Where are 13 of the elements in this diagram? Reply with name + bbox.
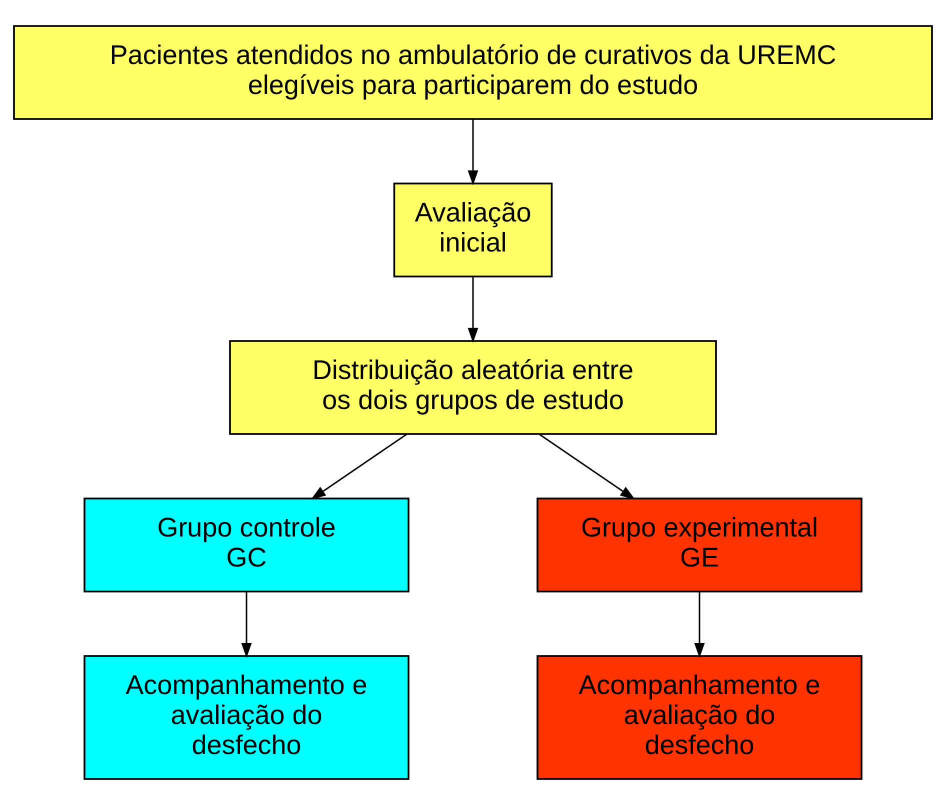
node-box: Grupo controle GC xyxy=(84,498,410,592)
arrow xyxy=(538,433,636,500)
arrow xyxy=(241,592,252,658)
arrow xyxy=(310,433,408,500)
node-box: Acompanhamento e avaliação do desfecho xyxy=(536,655,862,780)
node-box: Acompanhamento e avaliação do desfecho xyxy=(84,655,410,780)
node-box: Pacientes atendidos no ambulatório de curativos da UREMC elegíveis para participarem do estudo xyxy=(13,25,933,120)
node-box: Avaliação inicial xyxy=(393,182,553,278)
arrow xyxy=(468,119,478,186)
node-box: Grupo experimental GE xyxy=(536,498,862,592)
node-box: Distribuição aleatória entre os dois grupos de estudo xyxy=(229,340,717,435)
arrow xyxy=(468,276,478,343)
arrow xyxy=(694,592,705,658)
